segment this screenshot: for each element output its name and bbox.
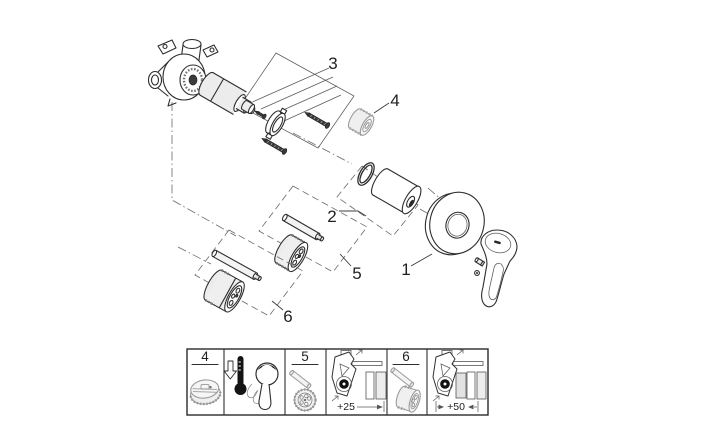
o-ring xyxy=(357,162,375,186)
small-screw xyxy=(253,110,267,120)
legend-cell-part-5: 5 xyxy=(289,349,319,412)
mounting-screw-upper xyxy=(304,112,331,129)
mounting-screw-lower xyxy=(261,138,288,155)
dimension-plus-50: +50 xyxy=(447,401,465,413)
legend-label-6: 6 xyxy=(402,349,410,364)
extension-rod-and-cylinder-icon xyxy=(390,367,421,413)
extension-rod-and-wheel-icon xyxy=(289,369,317,412)
part-label-4: 4 xyxy=(390,91,399,110)
handle-grub-screw xyxy=(474,257,486,267)
legend-label-5: 5 xyxy=(301,349,309,364)
lever-turn-icon xyxy=(246,362,279,411)
group-plane-3 xyxy=(239,52,355,149)
part-label-6: 6 xyxy=(283,307,292,326)
legend-cell-part-6: 6 xyxy=(390,349,421,413)
down-arrow-icon xyxy=(223,360,237,380)
retaining-flange xyxy=(265,107,288,140)
lever-handle xyxy=(474,229,518,308)
escutcheon-plate xyxy=(424,191,485,256)
extension-wheel-25 xyxy=(274,234,309,273)
part-label-3: 3 xyxy=(328,54,337,73)
cartridge xyxy=(198,71,256,115)
rough-in-valve-body xyxy=(147,38,219,107)
part-label-2: 2 xyxy=(327,207,336,226)
wall-valve-section-icon-50 xyxy=(432,349,487,402)
group-plane-6 xyxy=(194,229,304,317)
cartridge-nut xyxy=(240,100,256,114)
wall-valve-section-icon-25 xyxy=(331,349,387,402)
legend-cell-dim-25: +25 xyxy=(331,349,387,413)
extension-cylinder-50 xyxy=(203,269,245,313)
part-labels: 1 2 3 4 5 6 xyxy=(271,54,433,326)
part-label-1: 1 xyxy=(401,260,410,279)
knurled-cap xyxy=(347,107,375,137)
group-plane-5 xyxy=(258,185,368,273)
legend-label-4: 4 xyxy=(201,349,209,364)
legend-cell-dim-50: +50 xyxy=(432,349,487,413)
extension-rod-50 xyxy=(211,249,262,281)
dimension-plus-25: +25 xyxy=(337,401,355,413)
cold-thermometer-icon xyxy=(234,356,247,395)
legend-cell-part-4: 4 xyxy=(189,349,222,406)
sleeve xyxy=(370,168,422,215)
knurled-cap-icon xyxy=(189,379,222,406)
legend-cell-instruction xyxy=(223,356,279,411)
extension-rod-25 xyxy=(281,213,325,242)
legend-strip: 4 xyxy=(186,348,489,416)
part-label-5: 5 xyxy=(352,264,361,283)
